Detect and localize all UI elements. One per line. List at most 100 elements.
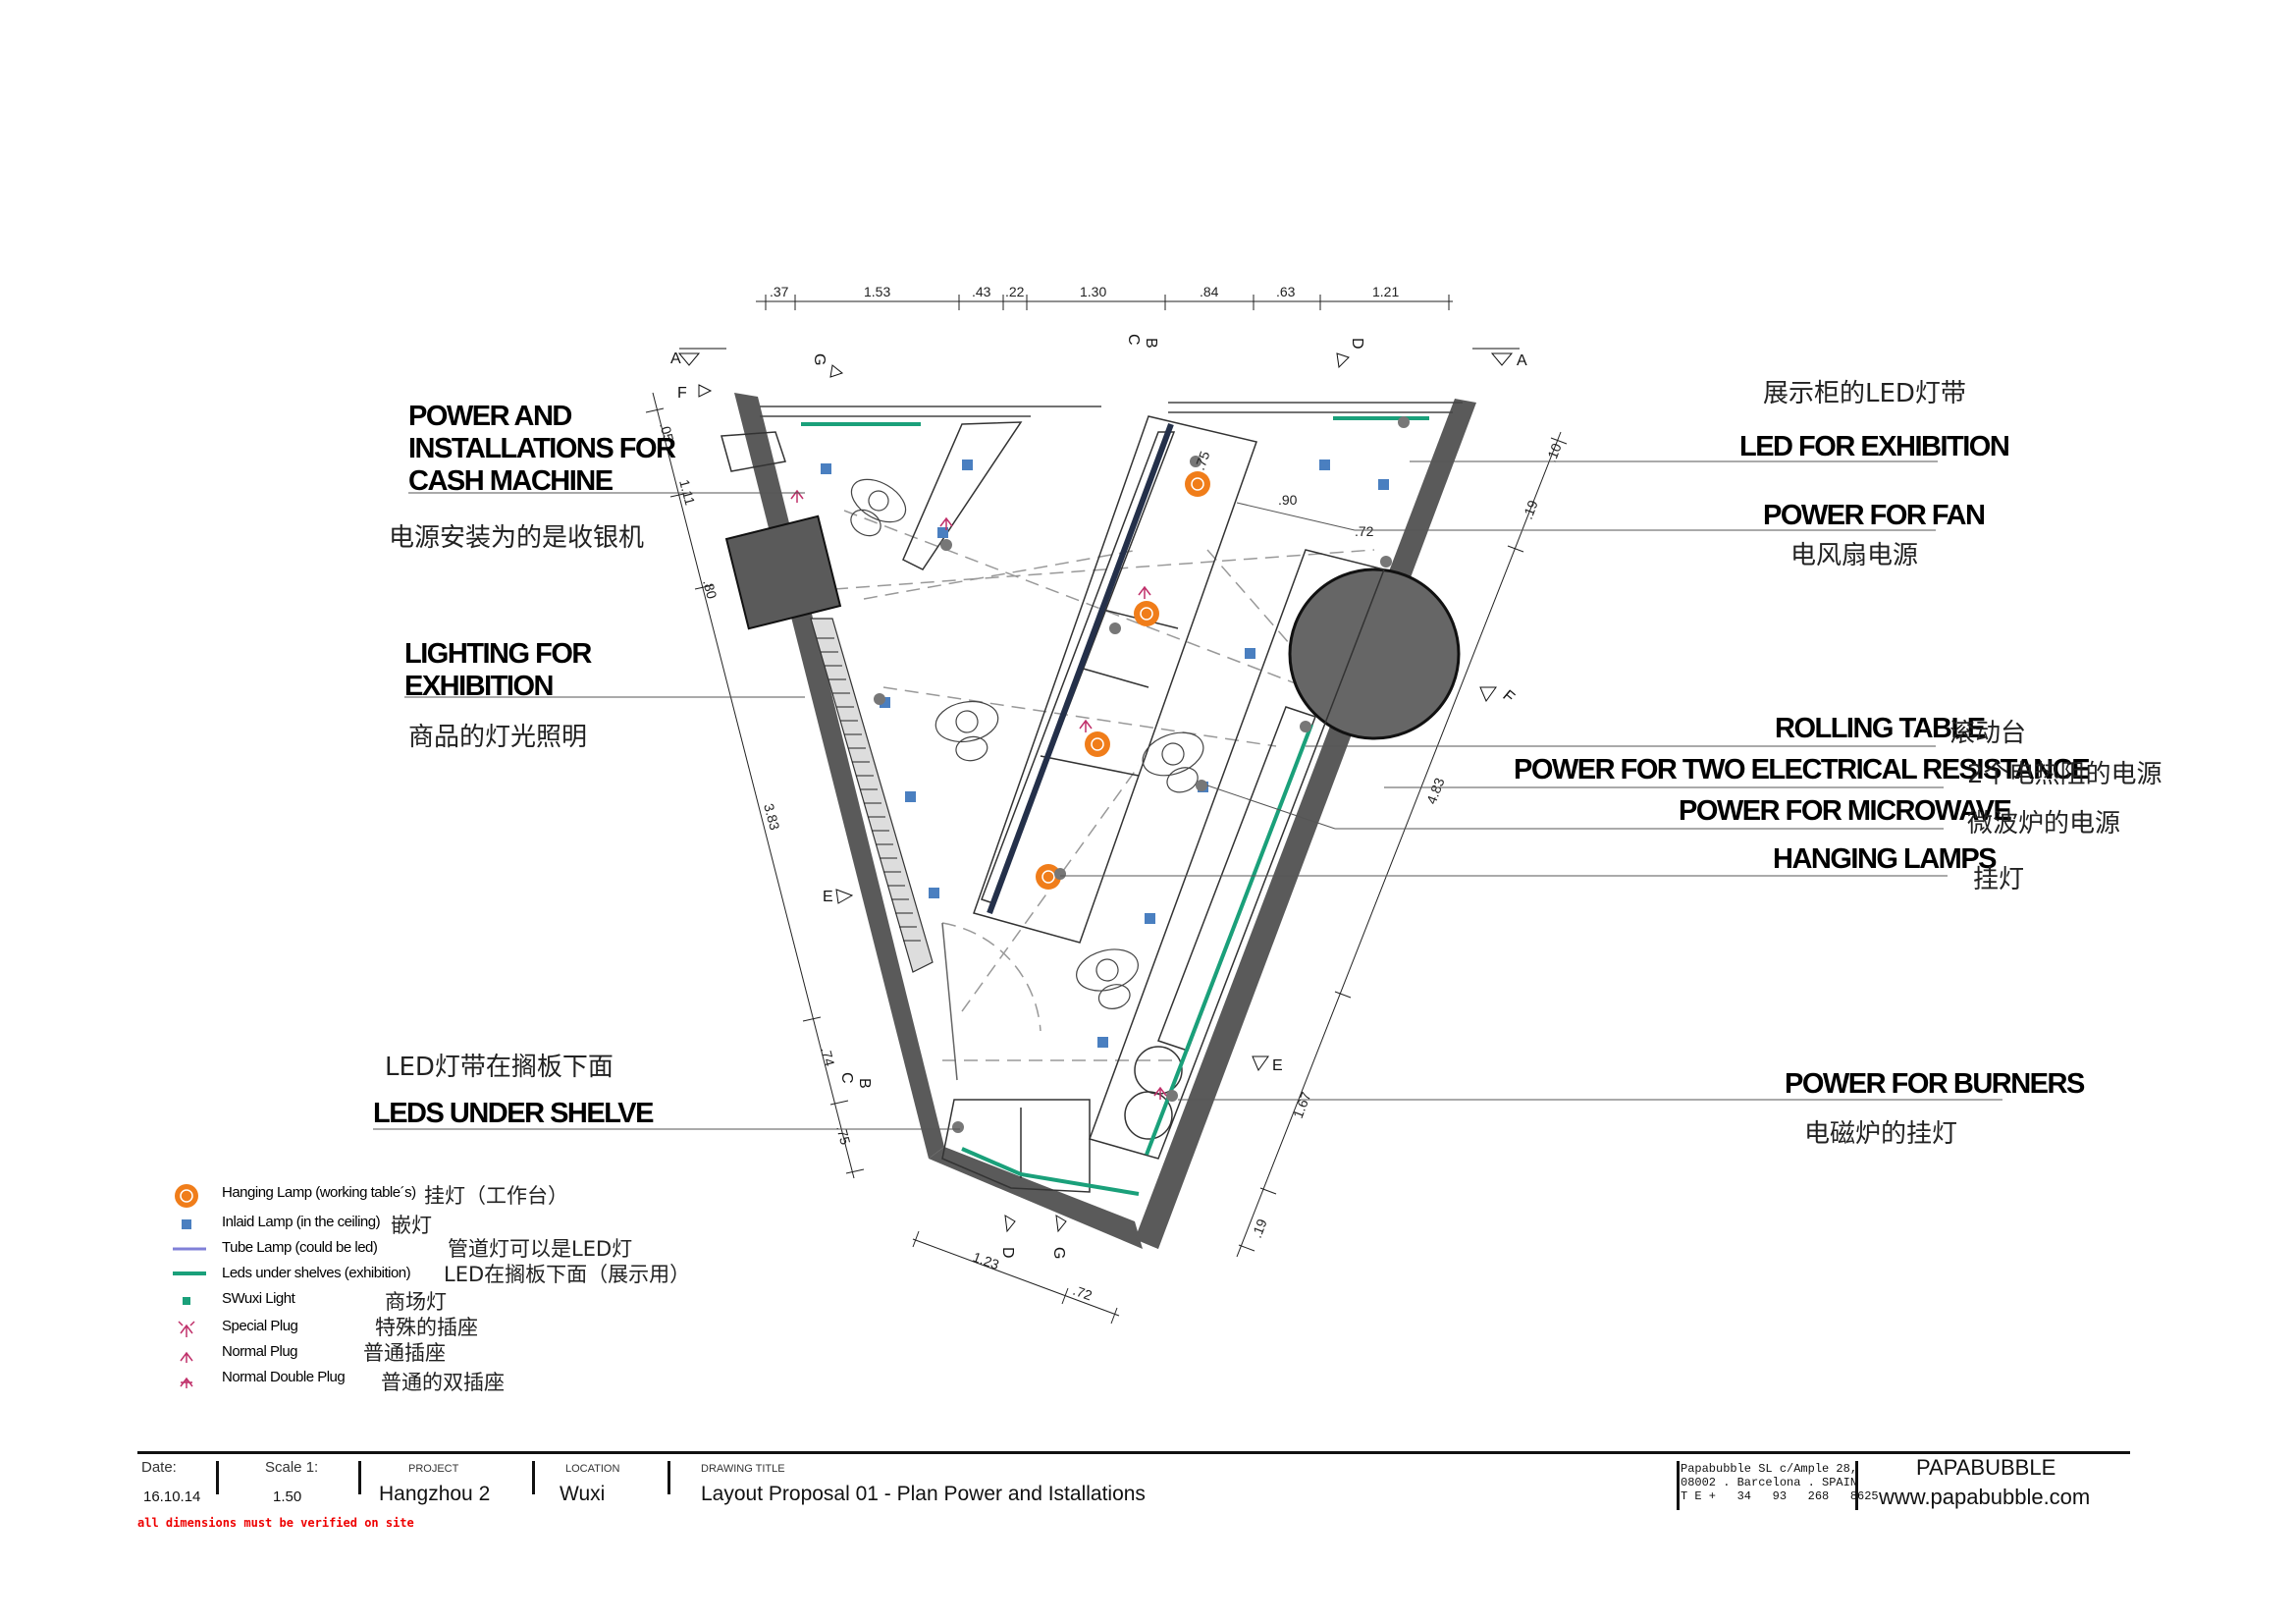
leds-shelve-label-cn: LED灯带在搁板下面 — [385, 1053, 614, 1082]
section-marker-D-top: D — [1336, 338, 1365, 369]
section-marker-C-top: C — [1125, 334, 1142, 346]
leader-lines — [373, 460, 2002, 1130]
dim-right-3: 1.67 — [1290, 1090, 1314, 1120]
svg-text:A: A — [670, 351, 681, 367]
inlaid-lamp-icon — [905, 791, 916, 802]
section-marker-E-right: E — [1252, 1055, 1283, 1074]
svg-text:D: D — [1349, 338, 1365, 350]
dim-right-0: .10 — [1543, 441, 1565, 464]
microwave-power-label: POWER FOR MICROWAVE — [1679, 795, 2012, 827]
dim-top-6: .63 — [1276, 284, 1296, 299]
cash-label-line-1: POWER AND — [408, 401, 572, 432]
inlaid-lamp-icon — [937, 527, 948, 538]
left-dimension-texts: .05 1.11 .80 3.83 .74 .75 — [657, 421, 854, 1147]
title-block-divider — [216, 1461, 219, 1494]
section-marker-G-top: G — [811, 353, 844, 378]
svg-text:E: E — [1272, 1057, 1283, 1074]
section-marker-E-left: E — [823, 889, 854, 905]
dashed-guide-lines — [833, 510, 1375, 1061]
cash-label-cn: 电源安装为的是收银机 — [389, 523, 645, 553]
plugs — [790, 489, 1167, 1100]
person-figure — [850, 478, 907, 537]
hanging-lamps-label: HANGING LAMPS — [1773, 843, 1998, 875]
section-marker-C-bottom: C — [838, 1072, 855, 1084]
dim-right-4: .19 — [1249, 1217, 1270, 1240]
legend-label-cn: 普通的双插座 — [381, 1371, 505, 1394]
location-label: LOCATION — [565, 1463, 620, 1475]
section-marker-F-top: F — [677, 384, 713, 402]
lighting-label-cn: 商品的灯光照明 — [408, 723, 588, 752]
burners-power-label-cn: 电磁炉的挂灯 — [1804, 1119, 1958, 1149]
fan-power-label-cn: 电风扇电源 — [1790, 541, 1919, 570]
section-marker-B-top: B — [1143, 338, 1159, 349]
cash-machine-column — [724, 514, 842, 630]
legend-icons — [173, 1184, 206, 1388]
special-plug-icon — [178, 1321, 195, 1337]
drawing-title-value: Layout Proposal 01 - Plan Power and Ista… — [701, 1483, 1146, 1505]
top-dimension-chain — [756, 295, 1453, 310]
door-leaf — [941, 922, 958, 1081]
led-exhibition-label: LED FOR EXHIBITION — [1739, 431, 2010, 462]
verify-warning: all dimensions must be verified on site — [137, 1516, 414, 1530]
hanging-lamp-icon — [1036, 864, 1061, 890]
legend-label-cn: 商场灯 — [385, 1290, 447, 1314]
top-dimension-texts: .37 1.53 .43 .22 1.30 .84 .63 1.21 — [770, 284, 1399, 299]
legend-label-cn: 管道灯可以是LED灯 — [448, 1237, 633, 1261]
cash-counter — [721, 421, 1023, 570]
section-marker-D-bottom: D — [999, 1215, 1016, 1259]
person-figure — [934, 700, 999, 762]
double-plug-icon — [180, 1377, 193, 1388]
inlaid-lamp-icon — [962, 460, 973, 470]
title-block-divider — [1855, 1461, 1858, 1510]
bottom-dimension-chain — [912, 1230, 1120, 1325]
svg-text:F: F — [677, 385, 687, 402]
section-marker-A-right: A — [1472, 348, 1527, 369]
section-markers: A A G C B D F F E E C B D G — [670, 334, 1527, 1259]
dim-top-0: .37 — [770, 284, 789, 299]
legend-label: Tube Lamp (could be led) — [222, 1239, 378, 1256]
date-value: 16.10.14 — [143, 1488, 201, 1505]
dim-right-1: .19 — [1520, 498, 1541, 521]
dim-left-2: .80 — [700, 578, 721, 601]
dim-bottom-1: .72 — [1071, 1282, 1095, 1304]
double-plug-icon — [1153, 1086, 1167, 1100]
dim-top-3: .22 — [1005, 284, 1025, 299]
swuxi-light-icon — [183, 1297, 190, 1305]
section-marker-G-bottom: G — [1050, 1215, 1067, 1259]
svg-text:F: F — [1499, 687, 1518, 706]
hanging-lamp-icon — [175, 1184, 198, 1208]
dim-top-7: 1.21 — [1372, 284, 1399, 299]
walls — [724, 393, 1476, 1249]
drawing-title-label: DRAWING TITLE — [701, 1463, 785, 1475]
legend-label-cn: 特殊的插座 — [375, 1316, 478, 1339]
dim-top-1: 1.53 — [864, 284, 890, 299]
dim-left-1: 1.11 — [676, 478, 698, 508]
svg-text:E: E — [823, 889, 833, 905]
dim-top-2: .43 — [972, 284, 991, 299]
structural-column — [1288, 568, 1461, 740]
resistance-power-label-cn: 2个电热阻的电源 — [1967, 760, 2163, 789]
section-marker-B-bottom: B — [856, 1078, 873, 1089]
right-dimension-chain — [1236, 431, 1568, 1258]
title-block-divider — [1677, 1461, 1680, 1510]
legend-label-cn: 普通插座 — [363, 1341, 446, 1365]
normal-plug-icon — [180, 1351, 193, 1363]
rolling-table-label-cn: 滚动台 — [1949, 719, 2027, 748]
dim-left-0: .05 — [657, 421, 677, 444]
bottom-led-strip — [961, 1147, 1140, 1196]
dim-top-5: .84 — [1200, 284, 1219, 299]
inlaid-lamp-icon — [821, 463, 831, 474]
person-figure — [1076, 948, 1139, 1009]
fan-power-label: POWER FOR FAN — [1763, 500, 1986, 531]
legend-label: Special Plug — [222, 1318, 298, 1334]
burners-power-label: POWER FOR BURNERS — [1785, 1068, 2085, 1100]
inlaid-lamp-icon — [1319, 460, 1330, 470]
title-block-divider — [358, 1461, 361, 1494]
brand-website[interactable]: www.papabubble.com — [1879, 1485, 2091, 1509]
brand-name: PAPABUBBLE — [1916, 1455, 2056, 1480]
microwave-power-label-cn: 微波炉的电源 — [1967, 809, 2121, 839]
svg-text:C: C — [1125, 334, 1142, 346]
inlaid-lamp-icon — [880, 697, 890, 708]
svg-text:G: G — [811, 353, 828, 365]
